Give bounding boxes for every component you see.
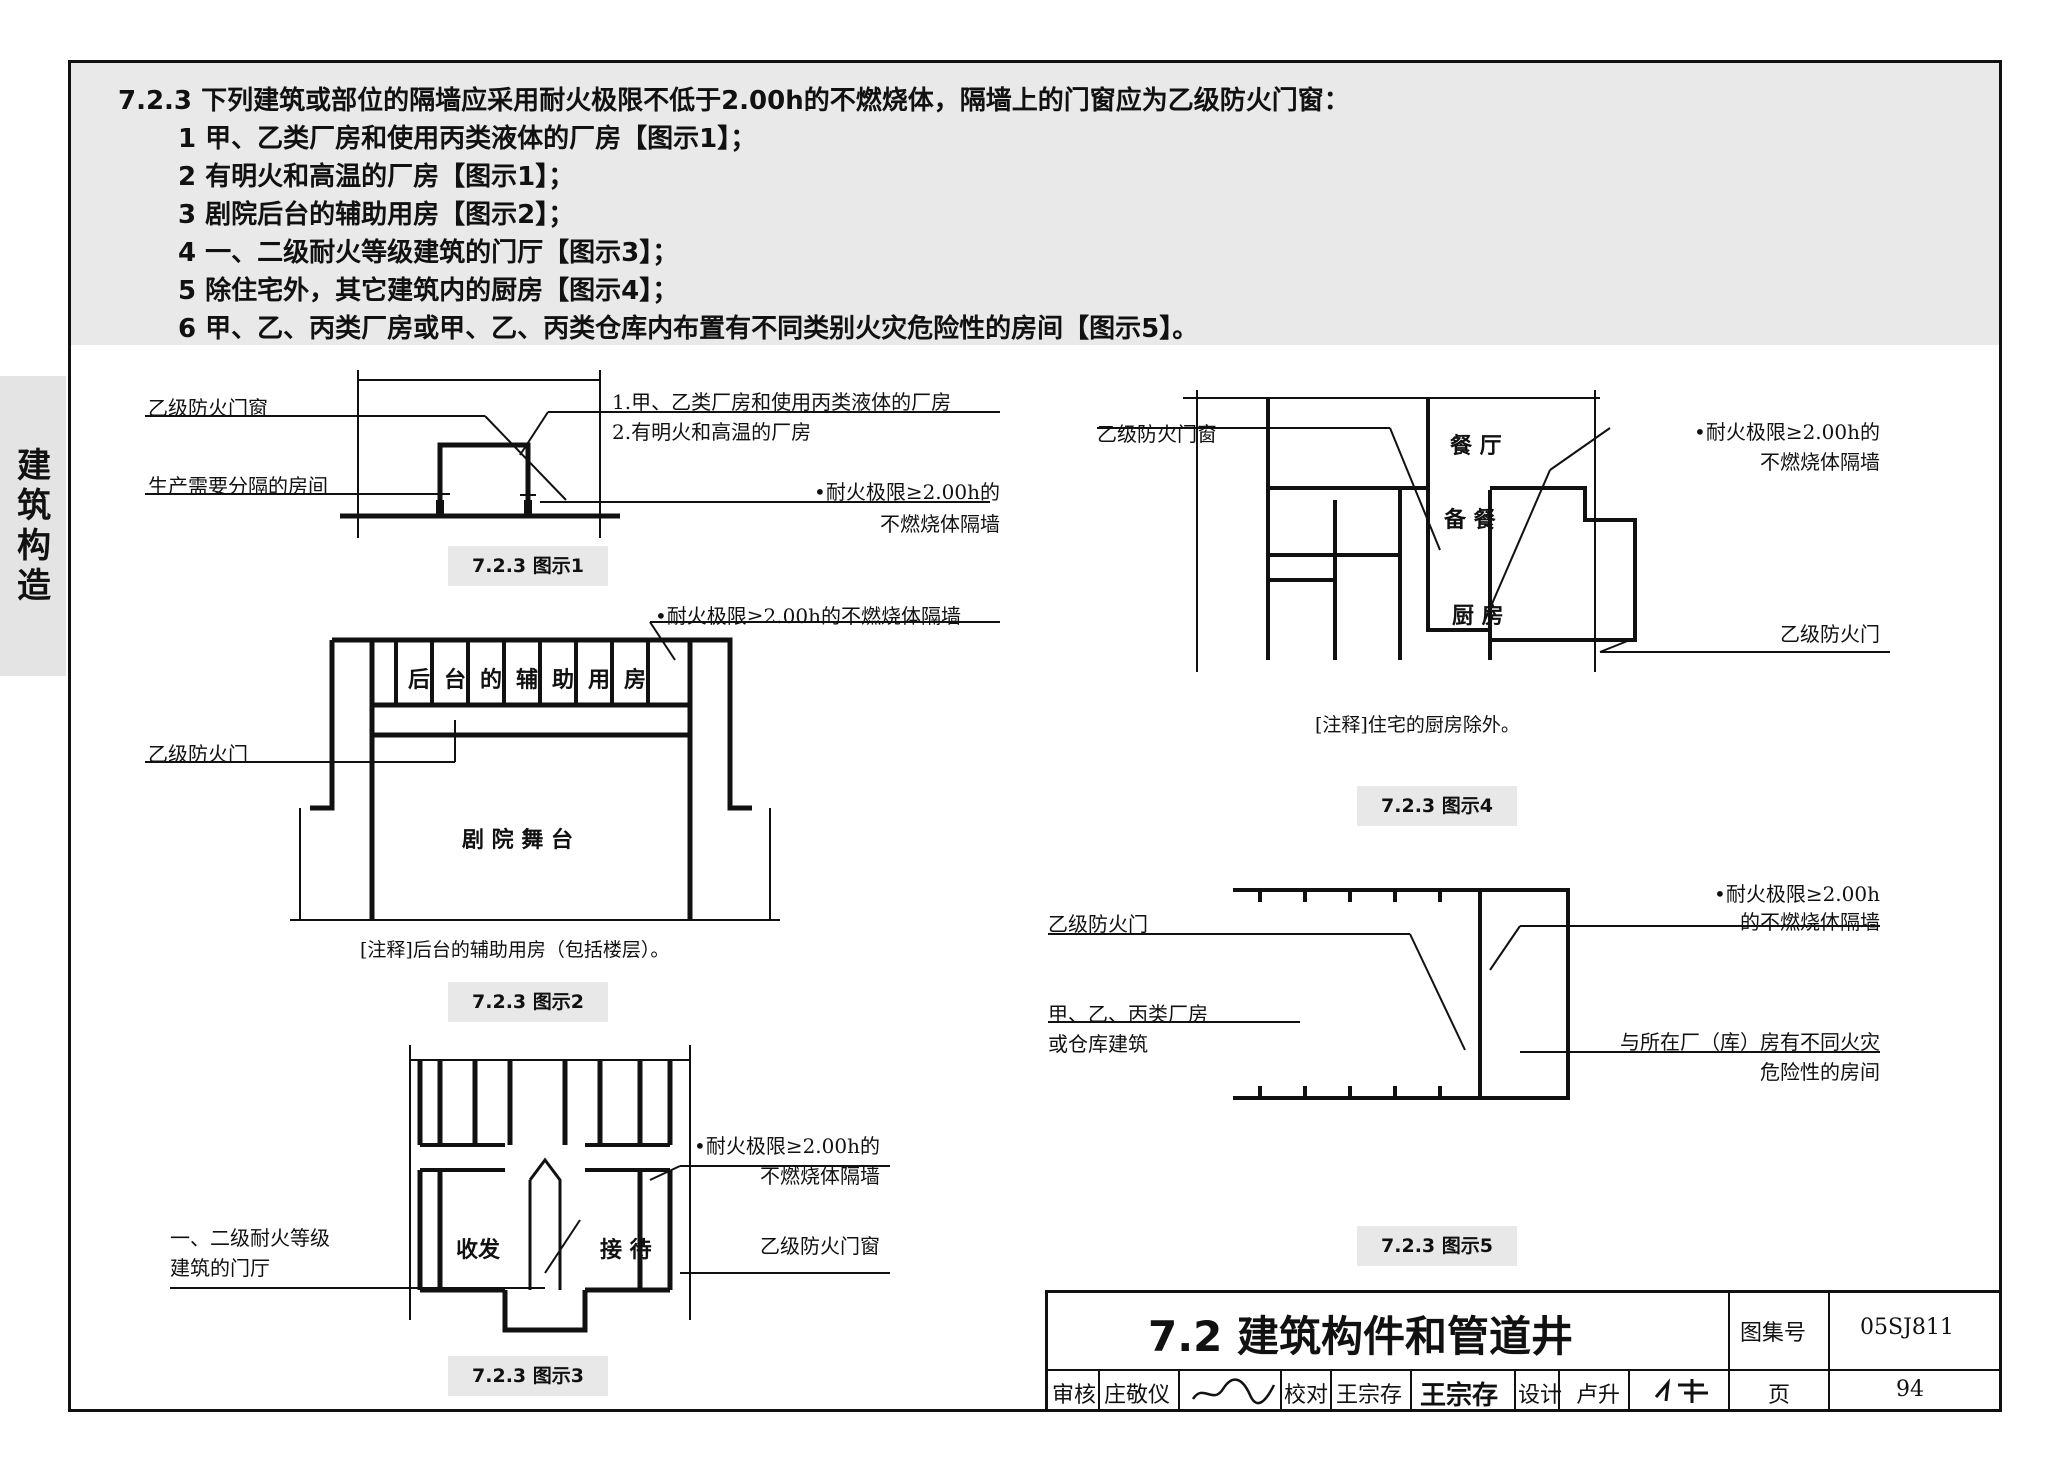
fig1-caption: 7.2.3 图示1 bbox=[448, 546, 608, 586]
fig3-label-lobby-1: 一、二级耐火等级 bbox=[170, 1226, 330, 1250]
clause-item-5: 5 除住宅外，其它建筑内的厨房【图示4】； bbox=[178, 276, 679, 306]
fig5-label-bldg-1: 甲、乙、丙类厂房 bbox=[1048, 1002, 1208, 1026]
fig5-label-room-1: 与所在厂（库）房有不同火灾 bbox=[1620, 1030, 1880, 1054]
fig2-plan bbox=[145, 621, 1000, 921]
review-label: 审核 bbox=[1052, 1383, 1097, 1408]
fig3-label-wall-2: 不燃烧体隔墙 bbox=[760, 1164, 880, 1188]
fig5-label-door: 乙级防火门 bbox=[1048, 912, 1148, 936]
fig2-room-1: 后 bbox=[408, 667, 431, 693]
clause-item-4: 4 一、二级耐火等级建筑的门厅【图示3】； bbox=[178, 238, 679, 268]
page-number: 94 bbox=[1896, 1377, 1924, 1402]
fig5-caption: 7.2.3 图示5 bbox=[1357, 1226, 1517, 1266]
fig1-label-note2: 2.有明火和高温的厂房 bbox=[612, 420, 812, 444]
fig4-room-kitchen: 厨 房 bbox=[1452, 603, 1504, 629]
clause-header-band bbox=[71, 63, 1999, 345]
clause-item-1: 1 甲、乙类厂房和使用丙类液体的厂房【图示1】； bbox=[178, 124, 757, 154]
fig2-room-2: 台 bbox=[444, 667, 467, 693]
fig2-label-door: 乙级防火门 bbox=[148, 742, 248, 766]
fig1-label-note1: 1.甲、乙类厂房和使用丙类液体的厂房 bbox=[612, 390, 952, 414]
page-label: 页 bbox=[1768, 1383, 1791, 1408]
fig5-label-wall-1: •耐火极限≥2.00h bbox=[1714, 882, 1880, 906]
fig4-room-prep: 备 餐 bbox=[1444, 507, 1496, 533]
reviewer-signature bbox=[1191, 1378, 1276, 1405]
drawing-frame bbox=[68, 60, 2002, 1412]
fig4-label-wall-2: 不燃烧体隔墙 bbox=[1760, 450, 1880, 474]
checker-signature: 王宗存 bbox=[1420, 1381, 1499, 1411]
side-tab-label: 建筑构造 bbox=[17, 446, 51, 606]
fig5-label-wall-2: 的不燃烧体隔墙 bbox=[1740, 910, 1880, 934]
designer-name: 卢升 bbox=[1576, 1383, 1621, 1408]
fig3-room-right: 接 待 bbox=[600, 1237, 652, 1263]
fig2-room-5: 助 bbox=[552, 667, 575, 693]
fig5-label-room-2: 危险性的房间 bbox=[1760, 1060, 1880, 1084]
atlas-number: 05SJ811 bbox=[1860, 1315, 1954, 1340]
fig4-label-door-window: 乙级防火门窗 bbox=[1097, 422, 1217, 446]
fig1-label-room: 生产需要分隔的房间 bbox=[148, 474, 328, 498]
atlas-label: 图集号 bbox=[1740, 1321, 1807, 1346]
fig2-label-wall: •耐火极限≥2.00h的不燃烧体隔墙 bbox=[655, 604, 961, 628]
fig3-plan bbox=[170, 1045, 890, 1333]
fig4-label-wall-1: •耐火极限≥2.00h的 bbox=[1694, 420, 1880, 444]
design-label: 设计 bbox=[1518, 1383, 1563, 1408]
checker-name: 王宗存 bbox=[1336, 1383, 1403, 1408]
clause-item-6: 6 甲、乙、丙类厂房或甲、乙、丙类仓库内布置有不同类别火灾危险性的房间【图示5】… bbox=[178, 314, 1199, 344]
title-block-title: 7.2 建筑构件和管道井 bbox=[1148, 1312, 1574, 1361]
fig1-label-door-window: 乙级防火门窗 bbox=[148, 396, 268, 420]
clause-title: 7.2.3 下列建筑或部位的隔墙应采用耐火极限不低于2.00h的不燃烧体，隔墙上… bbox=[118, 86, 1350, 116]
fig2-room-6: 用 bbox=[588, 667, 611, 693]
fig4-label-door: 乙级防火门 bbox=[1780, 622, 1880, 646]
fig1-plan bbox=[145, 370, 1000, 538]
fig3-room-left: 收发 bbox=[456, 1237, 501, 1263]
fig2-stage-label: 剧 院 舞 台 bbox=[462, 827, 573, 853]
fig2-room-4: 辅 bbox=[516, 667, 539, 693]
fig4-plan bbox=[1097, 390, 1890, 672]
fig1-label-wall-1: •耐火极限≥2.00h的 bbox=[814, 480, 1000, 504]
fig4-note: [注释]住宅的厨房除外。 bbox=[1315, 714, 1520, 736]
fig3-label-door-window: 乙级防火门窗 bbox=[760, 1234, 880, 1258]
fig5-plan bbox=[1048, 888, 1880, 1100]
reviewer-name: 庄敬仪 bbox=[1104, 1383, 1171, 1408]
clause-item-3: 3 剧院后台的辅助用房【图示2】； bbox=[178, 200, 575, 230]
fig1-label-wall-2: 不燃烧体隔墙 bbox=[880, 512, 1000, 536]
fig2-note: [注释]后台的辅助用房（包括楼层）。 bbox=[360, 939, 670, 961]
designer-signature bbox=[1654, 1378, 1708, 1403]
clause-item-2: 2 有明火和高温的厂房【图示1】； bbox=[178, 162, 575, 192]
fig3-caption: 7.2.3 图示3 bbox=[448, 1356, 608, 1396]
title-block: 7.2 建筑构件和管道井 图集号 05SJ811 审核 庄敬仪 校对 王宗存 王… bbox=[1045, 1290, 1999, 1411]
fig3-label-lobby-2: 建筑的门厅 bbox=[170, 1256, 270, 1280]
fig2-caption: 7.2.3 图示2 bbox=[448, 982, 608, 1022]
fig4-caption: 7.2.3 图示4 bbox=[1357, 786, 1517, 826]
fig5-label-bldg-2: 或仓库建筑 bbox=[1048, 1032, 1148, 1056]
fig2-room-3: 的 bbox=[480, 667, 503, 693]
fig4-room-dining: 餐 厅 bbox=[1450, 433, 1502, 459]
fig3-label-wall-1: •耐火极限≥2.00h的 bbox=[694, 1134, 880, 1158]
side-tab: 建筑构造 bbox=[0, 376, 66, 676]
check-label: 校对 bbox=[1284, 1383, 1329, 1408]
fig2-room-7: 房 bbox=[624, 667, 647, 693]
